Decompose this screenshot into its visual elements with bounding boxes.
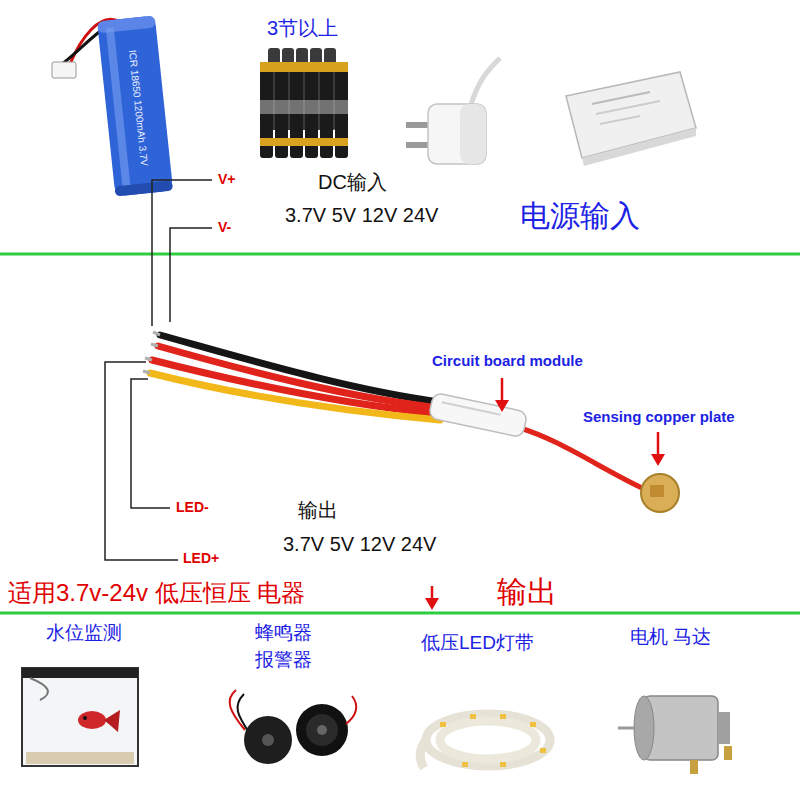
circuit-board-module [428, 392, 527, 437]
battery-count-note: 3节以上 [267, 16, 338, 40]
pin-name: V+ [218, 171, 236, 188]
application-name: 水位监测 [46, 622, 122, 645]
aa-batteries [260, 48, 348, 158]
battery-18650 [52, 15, 173, 196]
buzzer [230, 690, 357, 764]
led-driver [566, 72, 696, 166]
wire-tip [143, 332, 160, 373]
section-title: 电源输入 [520, 198, 640, 234]
voltage-list: 3.7V 5V 12V 24V [285, 203, 438, 227]
application-name: 电机 马达 [630, 626, 711, 649]
part-name: Circuit board module [432, 352, 583, 370]
application-name: 低压LED灯带 [421, 632, 534, 655]
pin-name: LED+ [183, 550, 219, 567]
usb-charger [406, 58, 500, 164]
output-note: 输出 [298, 498, 338, 522]
aquarium [22, 668, 138, 766]
led-strip [420, 714, 550, 768]
divider-line [0, 254, 800, 613]
sensing-copper-plate [641, 474, 679, 512]
battery-print: ICR 18650 1200mAh 3.7V [126, 49, 150, 166]
usage-note: 适用3.7v-24v 低压恒压 电器 [8, 579, 305, 608]
pin-name: V- [218, 219, 231, 236]
voltage-list: 3.7V 5V 12V 24V [283, 532, 436, 556]
wire-bundle [150, 335, 642, 488]
pin-name: LED- [176, 499, 209, 516]
application-name: 蜂鸣器 报警器 [255, 620, 320, 673]
part-name: Sensing copper plate [583, 408, 735, 426]
section-title: 输出 [497, 574, 557, 610]
motor [618, 696, 732, 774]
input-note: DC输入 [318, 170, 387, 194]
